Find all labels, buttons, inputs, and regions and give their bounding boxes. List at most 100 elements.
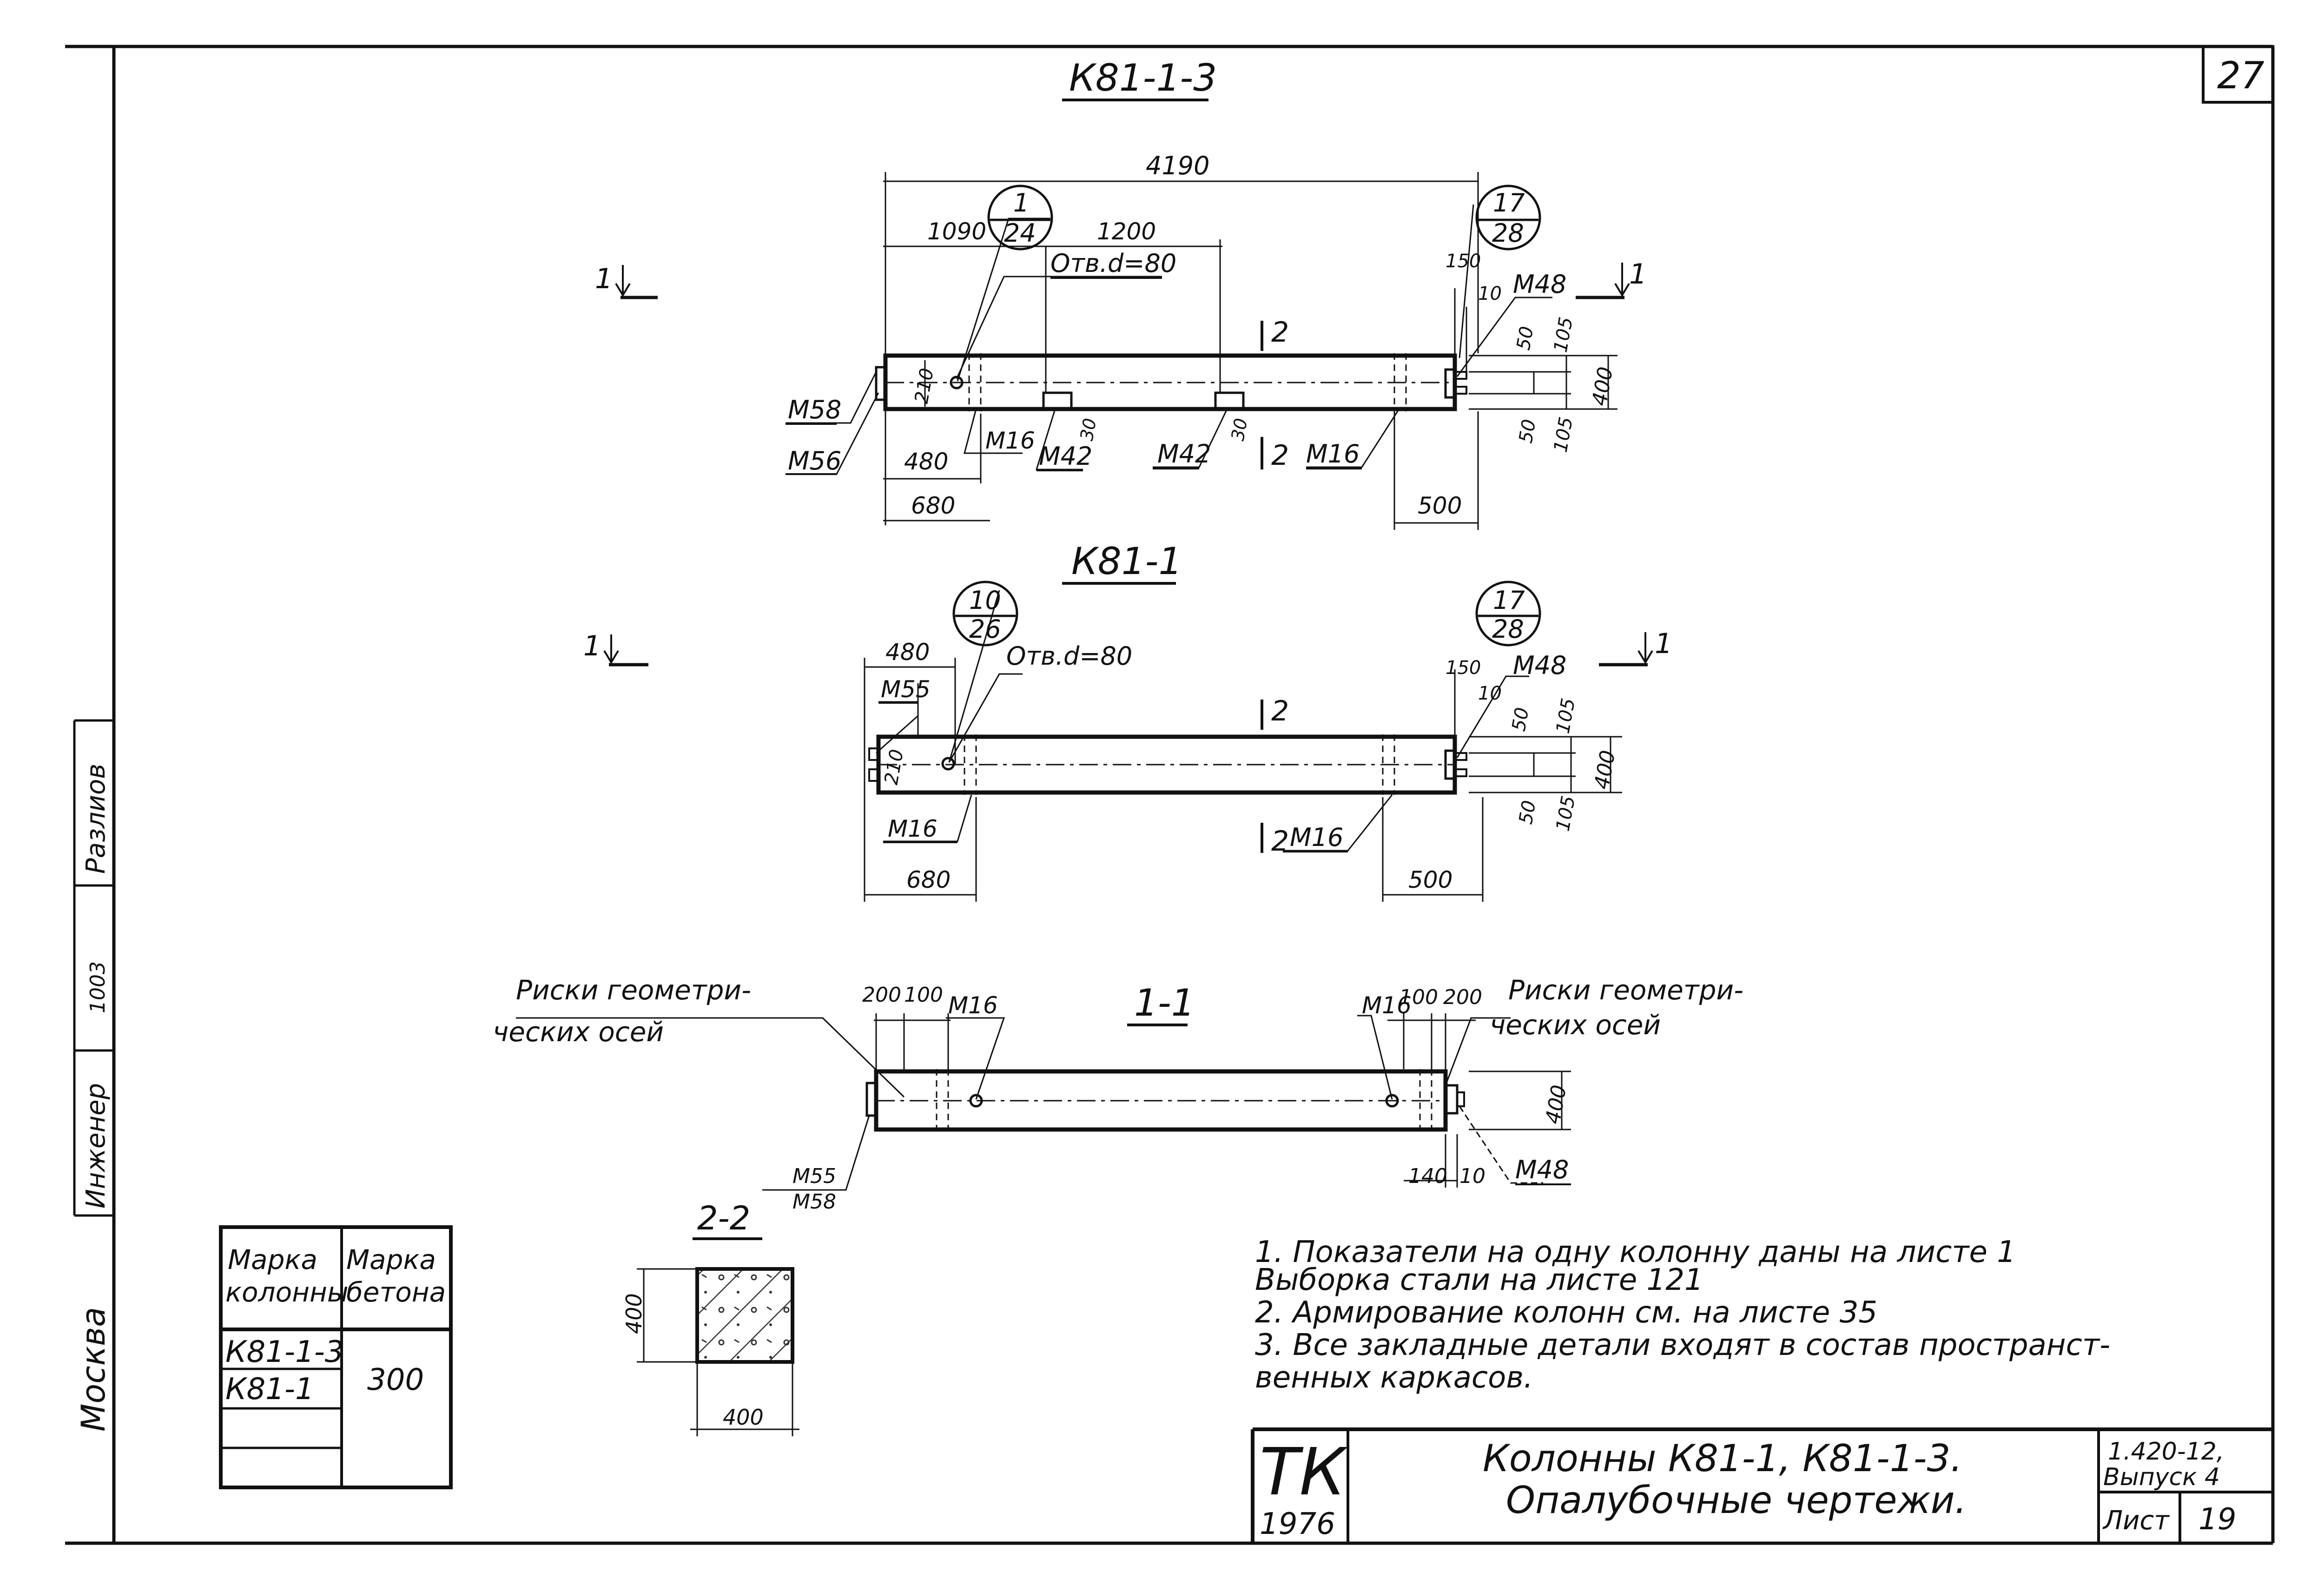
k81-1-3-callout-1-bottom: 24 bbox=[1004, 218, 1036, 248]
k81-1-callout-1 bbox=[952, 581, 1018, 647]
view-k81-1-3-title: К81-1-3 bbox=[1069, 56, 1217, 99]
marks-concrete: 300 bbox=[367, 1363, 424, 1397]
risk-right-1: Риски геометри- bbox=[1508, 974, 1743, 1006]
k81-1-dim-210: 210 bbox=[881, 748, 908, 786]
view-k81-1-title: К81-1 bbox=[1071, 540, 1182, 583]
k81-1-3-callout-1 bbox=[987, 185, 1053, 251]
sheet-frame bbox=[65, 45, 2275, 1545]
section-1-1-dim-100b: 100 bbox=[1399, 985, 1438, 1009]
side-role1: Инженер bbox=[81, 1083, 111, 1209]
note-2: 2. Армирование колонн см. на листе 35 bbox=[1255, 1295, 1877, 1330]
section-2-2-title: 2-2 bbox=[697, 1199, 750, 1237]
k81-1-dim-50b: 50 bbox=[1515, 799, 1540, 826]
k81-1-dim-105b: 105 bbox=[1552, 794, 1580, 833]
k81-1-3-m58: М58 bbox=[788, 395, 841, 424]
side-role2: 1003 bbox=[86, 961, 110, 1013]
section-1-1-m16a: М16 bbox=[948, 992, 998, 1019]
k81-1-hole-label: Отв.d=80 bbox=[1006, 641, 1132, 671]
k81-1-3-section-mark-bottom: 2 bbox=[1271, 439, 1289, 472]
k81-1-3-underlines bbox=[786, 277, 1362, 475]
k81-1-3-m42a: М42 bbox=[1039, 442, 1092, 471]
title-line-2: Опалубочные чертежи. bbox=[1506, 1479, 1967, 1522]
marks-row-2: К81-1 bbox=[225, 1372, 314, 1407]
k81-1-3-callout-1-top: 1 bbox=[1013, 188, 1029, 218]
k81-1-dim-10: 10 bbox=[1478, 683, 1502, 704]
k81-1-3-callout-2-top: 17 bbox=[1493, 188, 1525, 218]
notes: 1. Показатели на одну колонну даны на ли… bbox=[1255, 1235, 2110, 1395]
k81-1-cut-marks bbox=[603, 632, 1653, 853]
k81-1-3-callout-2 bbox=[1475, 185, 1541, 251]
k81-1-cut-left: 1 bbox=[583, 630, 601, 662]
section-1-1-dim-400: 400 bbox=[1541, 1083, 1571, 1126]
k81-1-cut-right: 1 bbox=[1655, 628, 1672, 660]
title-sheet-number: 19 bbox=[2199, 1502, 2236, 1537]
k81-1-m16a: М16 bbox=[888, 815, 938, 842]
k81-1-3-section-mark-top: 2 bbox=[1271, 316, 1289, 349]
k81-1-m55: М55 bbox=[881, 676, 931, 703]
k81-1-callout-2 bbox=[1475, 581, 1541, 647]
section-1-1-dim-10: 10 bbox=[1459, 1164, 1486, 1188]
k81-1-3-dim-overall: 4190 bbox=[1146, 151, 1209, 180]
k81-1-3-m16a: М16 bbox=[985, 427, 1035, 454]
k81-1-dim-480: 480 bbox=[885, 639, 930, 666]
page-number: 27 bbox=[2217, 54, 2265, 97]
risk-left-2: ческих осей bbox=[493, 1016, 664, 1048]
k81-1-3-m16b: М16 bbox=[1306, 439, 1360, 469]
title-line-1: Колонны К81-1, К81-1-3. bbox=[1483, 1437, 1962, 1480]
section-1-1-m48: М48 bbox=[1515, 1155, 1569, 1184]
k81-1-3-m56: М56 bbox=[788, 446, 841, 476]
k81-1-3-hole-label: Отв.d=80 bbox=[1050, 249, 1176, 278]
note-1b: Выборка стали на листе 121 bbox=[1255, 1263, 1703, 1297]
section-2-2-aggregate bbox=[697, 1269, 792, 1362]
k81-1-3-dim-400: 400 bbox=[1588, 365, 1618, 408]
k81-1-3-dim-105a: 105 bbox=[1550, 316, 1578, 354]
section-1-1-dim-140: 140 bbox=[1408, 1164, 1447, 1188]
k81-1-3-callout-2-bottom: 28 bbox=[1492, 218, 1524, 248]
marks-row-1: К81-1-3 bbox=[225, 1335, 344, 1369]
side-stamp: Разлиов 1003 Инженер Москва bbox=[74, 764, 112, 1432]
marks-table bbox=[219, 1225, 453, 1489]
section-1-1-dimensions bbox=[516, 1013, 1571, 1191]
k81-1-3-cut-marks bbox=[615, 263, 1630, 469]
view-k81-1-3: К81-1-3 bbox=[595, 56, 1647, 530]
k81-1-callout-1-bottom: 26 bbox=[969, 614, 1001, 644]
side-city: Москва bbox=[74, 1307, 112, 1432]
note-1a: 1. Показатели на одну колонну даны на ли… bbox=[1255, 1235, 2016, 1269]
k81-1-callout-2-bottom: 28 bbox=[1492, 614, 1524, 644]
k81-1-section-mark-top: 2 bbox=[1271, 695, 1289, 727]
title-org: ТК bbox=[1260, 1434, 1348, 1510]
k81-1-3-cut-right: 1 bbox=[1629, 258, 1647, 291]
marks-header-2-line1: Марка bbox=[346, 1244, 436, 1275]
title-issue: Выпуск 4 bbox=[2103, 1463, 2220, 1491]
risk-right-2: ческих осей bbox=[1490, 1009, 1661, 1041]
k81-1-3-dim-480: 480 bbox=[904, 448, 948, 475]
section-2-2: 2-2 400 400 bbox=[621, 1199, 799, 1436]
k81-1-3-dim-1090: 1090 bbox=[927, 218, 986, 245]
section-2-2-dim-horizontal: 400 bbox=[723, 1405, 764, 1430]
k81-1-3-dim-30a: 30 bbox=[1076, 416, 1101, 442]
k81-1-m48: М48 bbox=[1513, 651, 1566, 680]
section-1-1-m55: М55 bbox=[792, 1164, 836, 1188]
k81-1-3-dim-50a: 50 bbox=[1513, 325, 1538, 352]
k81-1-dim-50a: 50 bbox=[1508, 706, 1533, 733]
note-3a: 3. Все закладные детали входят в состав … bbox=[1255, 1328, 2110, 1362]
section-1-1-dim-200b: 200 bbox=[1443, 985, 1482, 1009]
title-series: 1.420-12, bbox=[2108, 1438, 2224, 1466]
k81-1-3-dim-150: 150 bbox=[1446, 251, 1481, 272]
k81-1-dim-680: 680 bbox=[906, 866, 951, 893]
section-1-1-column bbox=[865, 1069, 1465, 1132]
title-year: 1976 bbox=[1260, 1507, 1335, 1541]
title-sheet-label: Лист bbox=[2102, 1506, 2170, 1536]
k81-1-dim-400: 400 bbox=[1590, 748, 1620, 791]
k81-1-underlines bbox=[878, 702, 1348, 852]
k81-1-3-dim-50b: 50 bbox=[1515, 418, 1540, 445]
k81-1-callout-2-top: 17 bbox=[1493, 586, 1525, 615]
section-1-1-m16b: М16 bbox=[1362, 992, 1412, 1019]
k81-1-3-m48: М48 bbox=[1513, 270, 1566, 299]
k81-1-dim-105a: 105 bbox=[1552, 697, 1580, 735]
k81-1-callout-1-top: 10 bbox=[969, 586, 1001, 615]
marks-header-1-line2: колонны bbox=[225, 1276, 349, 1308]
section-1-1-dim-100a: 100 bbox=[904, 983, 943, 1007]
section-1-1-m58: М58 bbox=[792, 1190, 836, 1214]
